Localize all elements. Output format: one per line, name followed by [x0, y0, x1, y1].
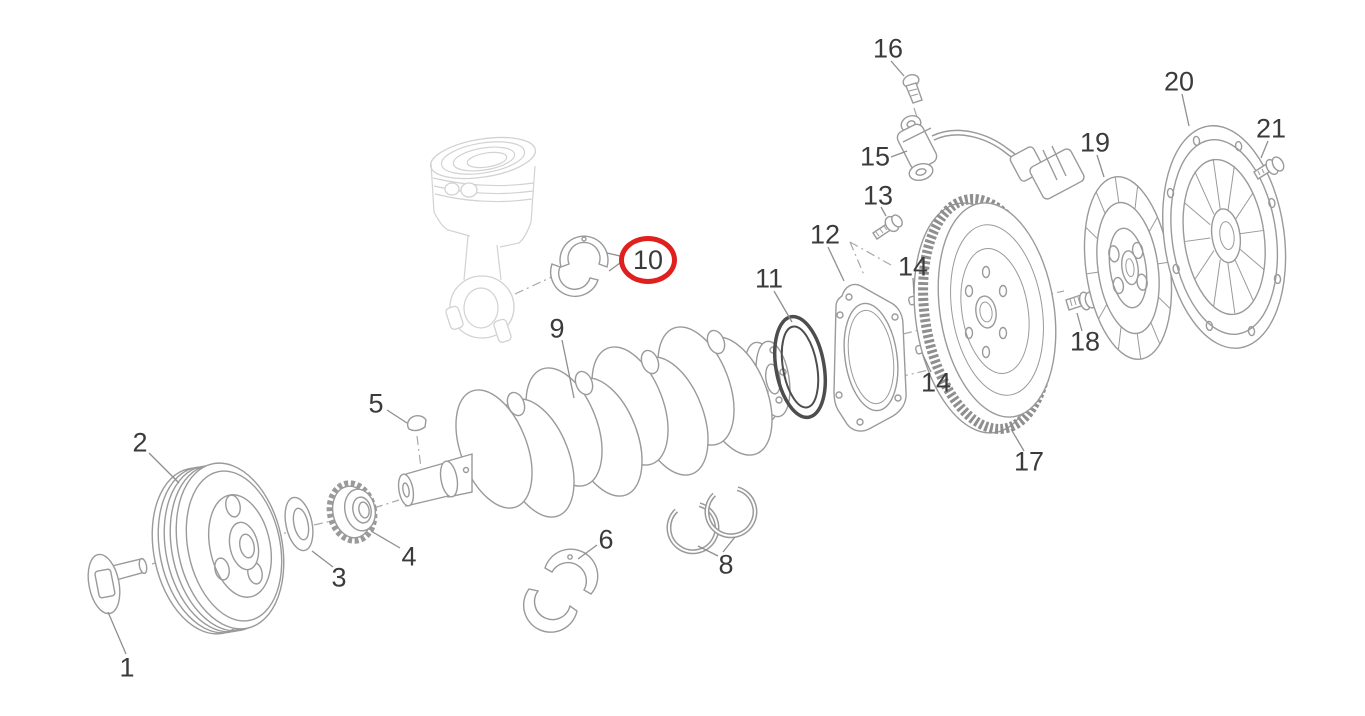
rear-seal-ring-drawing [773, 314, 827, 420]
seal-housing-plate-drawing [833, 283, 907, 432]
callout-2-crankshaft-pulley[interactable]: 2 [132, 427, 148, 458]
leader-line-6 [577, 544, 598, 560]
callout-14a-dowel-pin[interactable]: 14 [897, 251, 929, 282]
callout-20-clutch-pressure-plate[interactable]: 20 [1163, 66, 1195, 97]
leader-line-5 [386, 409, 408, 424]
main-bearing-shells-drawing [522, 548, 599, 633]
callout-6-main-bearing-shells[interactable]: 6 [598, 524, 614, 555]
flywheel-drawing [913, 194, 1057, 434]
leader-line-1 [107, 611, 127, 655]
thrust-washers-drawing [666, 486, 758, 555]
callout-16-bolt[interactable]: 16 [872, 33, 904, 64]
conrod-bearing-shells-drawing [549, 235, 609, 297]
leader-line-8 [697, 545, 719, 557]
callout-17-flywheel[interactable]: 17 [1013, 446, 1045, 477]
callout-10-conrod-bearing-shells[interactable]: 10 [619, 236, 677, 284]
callout-11-rear-seal-ring[interactable]: 11 [754, 263, 784, 294]
clutch-disc-drawing [1083, 176, 1173, 360]
leader-line-10 [606, 252, 621, 257]
callout-8-thrust-washers[interactable]: 8 [718, 549, 734, 580]
callout-12-seal-housing-plate[interactable]: 12 [809, 219, 841, 250]
clutch-pressure-plate-drawing [1162, 125, 1287, 349]
leader-line-9 [561, 339, 575, 399]
bolt-13-drawing [872, 214, 903, 240]
callout-21-bolt[interactable]: 21 [1255, 113, 1287, 144]
timing-sprocket-drawing [326, 480, 378, 544]
callout-13-bolt[interactable]: 13 [862, 180, 894, 211]
callout-15-crankshaft-sensor[interactable]: 15 [859, 141, 891, 172]
leader-line-14a [912, 277, 915, 295]
washer-drawing [284, 496, 314, 552]
leader-line-4 [370, 530, 401, 549]
callout-3-washer[interactable]: 3 [331, 562, 347, 593]
crankshaft-sensor-drawing [896, 115, 1085, 200]
callout-1-pulley-bolt[interactable]: 1 [119, 652, 135, 683]
bolt-16-drawing [902, 74, 923, 104]
leader-line-14b [922, 354, 932, 373]
callout-9-crankshaft[interactable]: 9 [549, 313, 565, 344]
leader-lines [107, 60, 1269, 655]
piston-connecting-rod-drawing [429, 136, 537, 343]
leader-line-20 [1181, 93, 1190, 127]
leader-line-18 [1076, 312, 1083, 332]
woodruff-key-drawing [406, 415, 427, 432]
leader-line-8 [722, 536, 736, 553]
leader-line-16 [890, 60, 905, 77]
leader-line-21 [1260, 140, 1269, 159]
pulley-bolt-drawing [87, 553, 148, 615]
callout-18-flywheel-bolt[interactable]: 18 [1069, 326, 1101, 357]
leader-line-15 [890, 150, 908, 158]
callout-5-woodruff-key[interactable]: 5 [368, 388, 384, 419]
leader-line-11 [773, 290, 793, 323]
leader-line-3 [311, 550, 334, 568]
leader-line-19 [1096, 154, 1105, 178]
leader-line-17 [1010, 428, 1025, 452]
callout-19-clutch-disc[interactable]: 19 [1079, 127, 1111, 158]
leader-line-13 [880, 206, 887, 217]
callout-14b-dowel-pin[interactable]: 14 [920, 367, 952, 398]
bolt-21-drawing [1253, 156, 1285, 180]
leader-line-12 [827, 246, 845, 282]
leader-line-2 [148, 452, 180, 484]
crankshaft-pulley-drawing [151, 462, 285, 635]
leader-line-10 [608, 262, 621, 272]
callout-4-timing-sprocket[interactable]: 4 [401, 541, 417, 572]
crankshaft-drawing [397, 326, 791, 518]
